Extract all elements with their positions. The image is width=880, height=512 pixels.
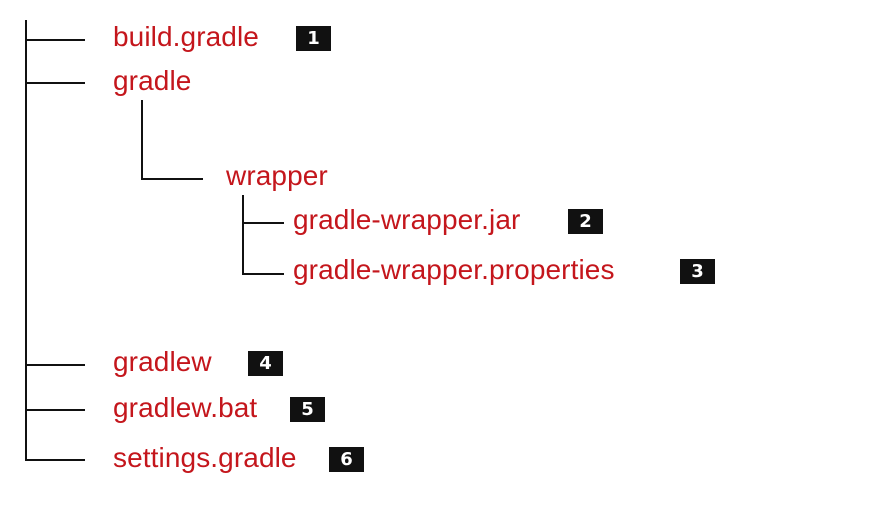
folder-wrapper: wrapper — [226, 160, 328, 191]
branch-gradlew — [25, 364, 85, 366]
wrapper-subtree-line — [242, 195, 244, 275]
branch-settings-gradle — [25, 459, 85, 461]
file-settings-gradle: settings.gradle — [113, 442, 297, 473]
badge-5: 5 — [290, 397, 325, 422]
file-gradlew: gradlew — [113, 346, 212, 377]
badge-6: 6 — [329, 447, 364, 472]
branch-gradle-wrapper-properties — [242, 273, 284, 275]
branch-wrapper — [141, 178, 203, 180]
branch-gradle — [25, 82, 85, 84]
branch-build-gradle — [25, 39, 85, 41]
branch-gradlew-bat — [25, 409, 85, 411]
badge-2: 2 — [568, 209, 603, 234]
folder-gradle: gradle — [113, 65, 192, 96]
branch-gradle-wrapper-jar — [242, 222, 284, 224]
badge-1: 1 — [296, 26, 331, 51]
file-gradle-wrapper-properties: gradle-wrapper.properties — [293, 254, 615, 285]
file-gradlew-bat: gradlew.bat — [113, 392, 258, 423]
file-gradle-wrapper-jar: gradle-wrapper.jar — [293, 204, 521, 235]
root-trunk-line — [25, 20, 27, 460]
badge-3: 3 — [680, 259, 715, 284]
file-build-gradle: build.gradle — [113, 21, 259, 52]
badge-4: 4 — [248, 351, 283, 376]
gradle-subtree-line — [141, 100, 143, 180]
